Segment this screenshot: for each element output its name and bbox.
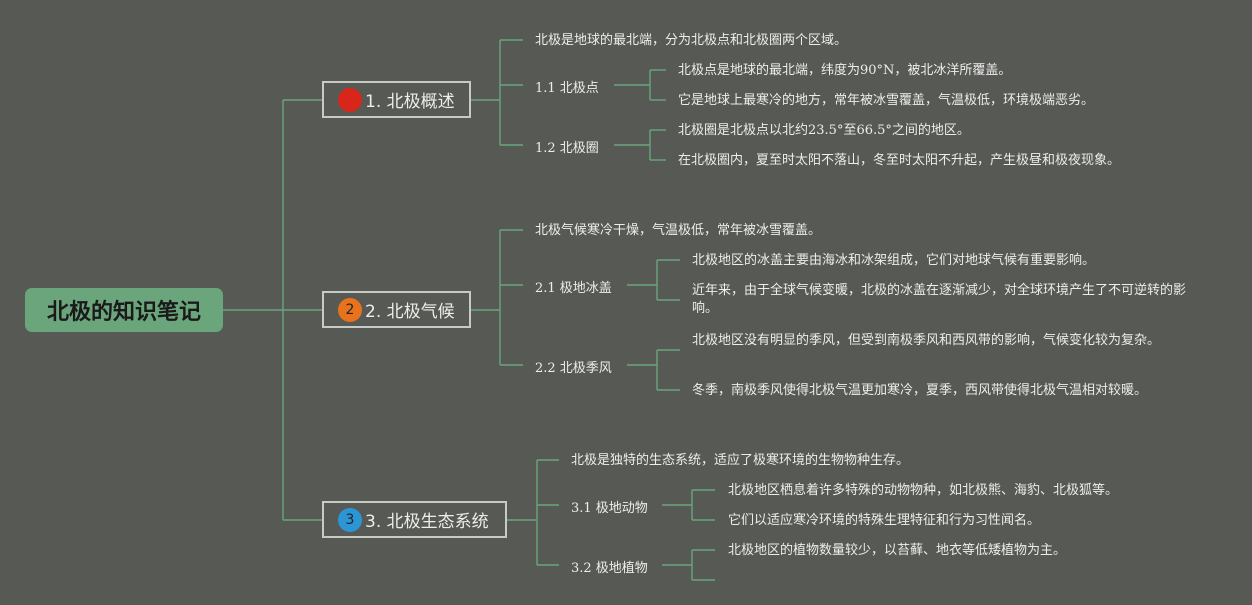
priority-2-icon: 2 — [338, 297, 362, 322]
subtopic-label[interactable]: 3.1 极地动物 — [571, 501, 648, 516]
leaf-text[interactable]: 北极圈是北极点以北约23.5°至66.5°之间的地区。 — [678, 123, 970, 138]
intro-text[interactable]: 北极是独特的生态系统，适应了极寒环境的生物物种生存。 — [571, 453, 910, 468]
leaf-text[interactable]: 冬季，南极季风使得北极气温更加寒冷，夏季，西风带使得北极气温相对较暖。 — [692, 383, 1148, 398]
priority-1-icon: 1 — [338, 87, 362, 112]
branch-label: 3. 北极生态系统 — [365, 512, 489, 532]
leaf-text[interactable]: 北极地区的冰盖主要由海冰和冰架组成，它们对地球气候有重要影响。 — [692, 253, 1096, 268]
leaf-text[interactable]: 它们以适应寒冷环境的特殊生理特征和行为习性闻名。 — [728, 513, 1041, 528]
branch-topic-overview[interactable]: 1 1. 北极概述 — [322, 81, 471, 118]
intro-text[interactable]: 北极是地球的最北端，分为北极点和北极圈两个区域。 — [535, 33, 848, 48]
branch-topic-ecosystem[interactable]: 3 3. 北极生态系统 — [322, 501, 507, 538]
leaf-text[interactable]: 北极地区栖息着许多特殊的动物物种，如北极熊、海豹、北极狐等。 — [728, 483, 1119, 498]
leaf-text[interactable]: 在北极圈内，夏至时太阳不落山，冬至时太阳不升起，产生极昼和极夜现象。 — [678, 153, 1121, 168]
branch-label: 2. 北极气候 — [365, 302, 455, 322]
subtopic-label[interactable]: 2.1 极地冰盖 — [535, 281, 612, 296]
root-title: 北极的知识笔记 — [46, 300, 201, 325]
branch-topic-climate[interactable]: 2 2. 北极气候 — [322, 291, 471, 328]
leaf-text[interactable]: 近年来，由于全球气候变暖，北极的冰盖在逐渐减少，对全球环境产生了不可逆转的影响。 — [692, 283, 1187, 316]
leaf-text[interactable]: 北极地区没有明显的季风，但受到南极季风和西风带的影响，气候变化较为复杂。 — [692, 333, 1161, 348]
branch-label: 1. 北极概述 — [365, 92, 455, 112]
subtopic-label[interactable]: 1.1 北极点 — [535, 81, 599, 96]
leaf-text[interactable]: 北极地区的植物数量较少，以苔藓、地衣等低矮植物为主。 — [728, 543, 1067, 558]
subtopic-label[interactable]: 3.2 极地植物 — [571, 561, 648, 576]
intro-text[interactable]: 北极气候寒冷干燥，气温极低，常年被冰雪覆盖。 — [535, 223, 822, 238]
priority-3-icon: 3 — [338, 507, 362, 532]
leaf-text[interactable]: 北极点是地球的最北端，纬度为90°N，被北冰洋所覆盖。 — [678, 63, 1012, 78]
subtopic-label[interactable]: 1.2 北极圈 — [535, 141, 599, 156]
subtopic-label[interactable]: 2.2 北极季风 — [535, 361, 612, 376]
leaf-text[interactable]: 它是地球上最寒冷的地方，常年被冰雪覆盖，气温极低，环境极端恶劣。 — [678, 93, 1095, 108]
root-topic[interactable]: 北极的知识笔记 — [25, 288, 223, 332]
